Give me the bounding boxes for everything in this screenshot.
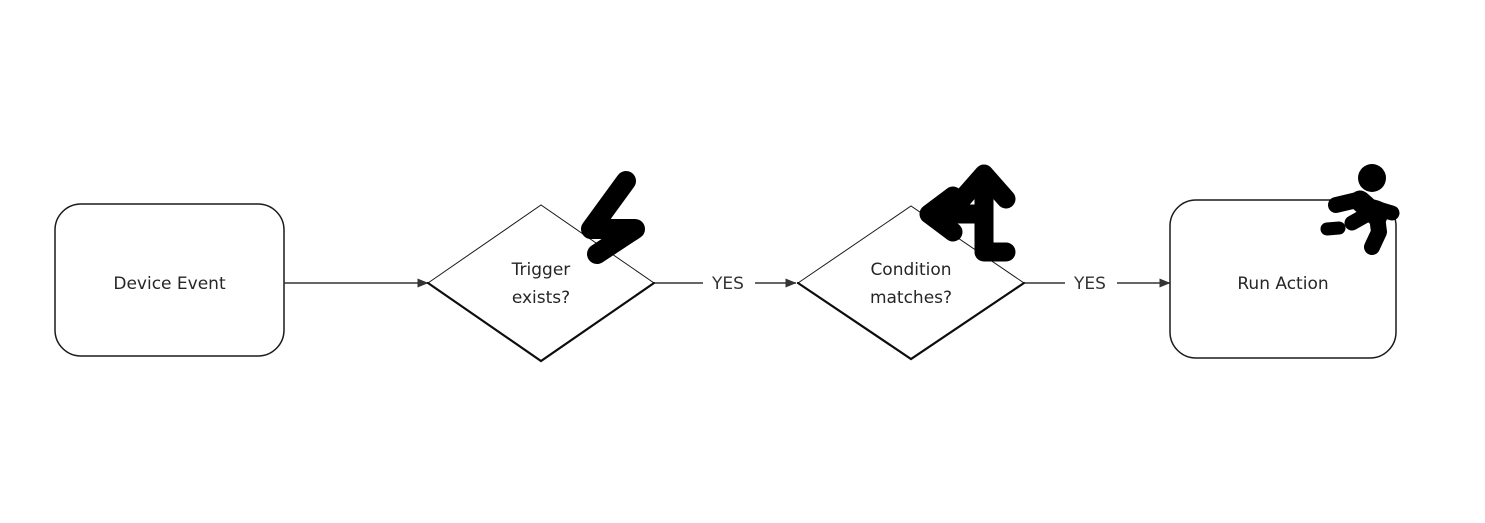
node-run-action[interactable]: Run Action bbox=[1169, 199, 1397, 359]
run-action-label: Run Action bbox=[1237, 274, 1328, 294]
trigger-exists-shape-emphasis bbox=[426, 281, 656, 363]
condition-matches-label-line2: matches? bbox=[870, 288, 952, 308]
device-event-label: Device Event bbox=[113, 274, 226, 294]
edge-label-yes-1: YES bbox=[711, 274, 744, 294]
node-device-event[interactable]: Device Event bbox=[54, 203, 285, 357]
run-action-shape[interactable] bbox=[1169, 199, 1397, 359]
node-condition-matches[interactable]: Condition matches? bbox=[796, 205, 1026, 361]
trigger-exists-label-line2: exists? bbox=[512, 288, 570, 308]
condition-matches-shape-emphasis bbox=[796, 281, 1026, 361]
edge-label-yes-2: YES bbox=[1073, 274, 1106, 294]
lightning-bolt-icon bbox=[581, 171, 645, 264]
condition-matches-label-line1: Condition bbox=[870, 260, 951, 280]
device-event-shape[interactable] bbox=[54, 203, 285, 357]
edge-condition-to-action: YES bbox=[1025, 274, 1171, 294]
running-person-head bbox=[1358, 164, 1386, 192]
trigger-exists-label-line1: Trigger bbox=[511, 260, 571, 280]
running-person-icon bbox=[1320, 164, 1400, 255]
edge-trigger-to-condition: YES bbox=[655, 274, 797, 294]
branch-arrow-icon bbox=[919, 164, 1016, 262]
